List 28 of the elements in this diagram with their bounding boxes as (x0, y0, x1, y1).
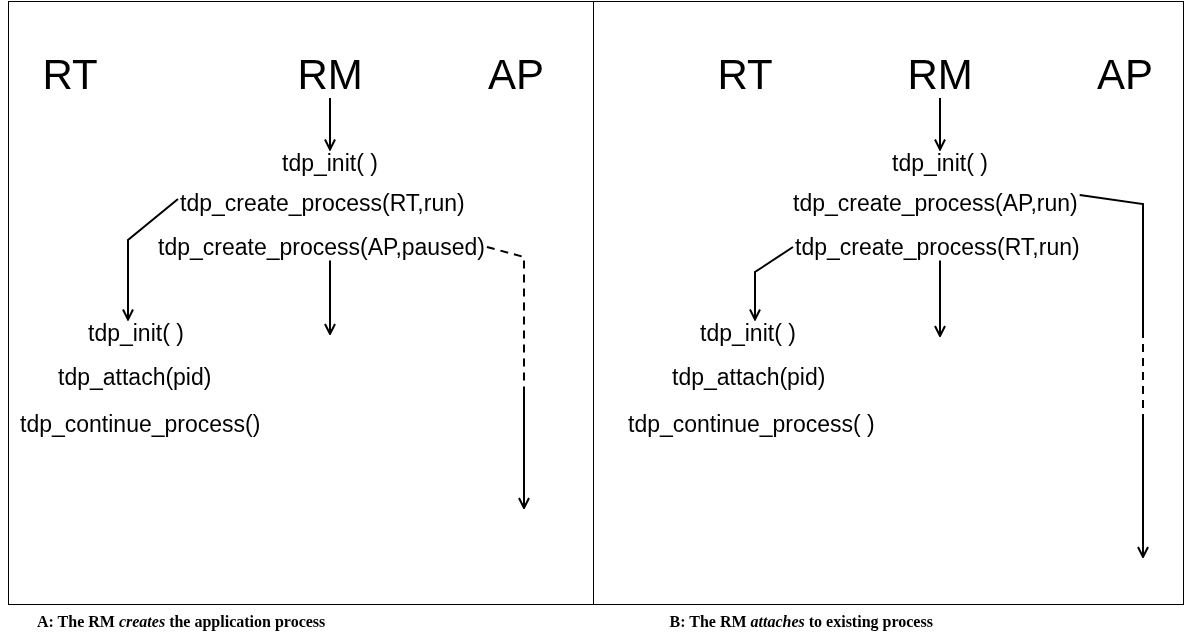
function-call-label: tdp_create_process(AP,run) (793, 191, 1078, 215)
function-call-label: tdp_continue_process() (20, 412, 261, 436)
panel-caption: B: The RM attaches to existing process (669, 614, 933, 630)
arrow (122, 198, 179, 321)
function-call-label: tdp_init( ) (700, 321, 796, 345)
function-call-label: tdp_create_process(RT,run) (795, 235, 1080, 259)
column-heading: RM (907, 54, 973, 96)
panel-caption: A: The RM creates the application process (37, 614, 326, 630)
function-call-label: tdp_attach(pid) (58, 365, 212, 389)
function-call-label: tdp_create_process(AP,paused) (158, 235, 485, 259)
column-heading: RT (717, 54, 773, 96)
arrow (324, 259, 336, 335)
column-heading: RM (297, 54, 363, 96)
function-call-label: tdp_init( ) (88, 321, 184, 345)
function-call-label: tdp_init( ) (282, 151, 378, 175)
arrow (934, 259, 946, 337)
function-call-label: tdp_attach(pid) (672, 365, 826, 389)
function-call-label: tdp_create_process(RT,run) (180, 191, 465, 215)
column-heading: AP (1097, 54, 1154, 96)
arrow (485, 246, 530, 509)
function-call-label: tdp_continue_process( ) (628, 412, 875, 436)
arrow (1078, 194, 1149, 558)
arrow (749, 246, 794, 321)
column-heading: AP (488, 54, 545, 96)
arrow (324, 97, 336, 151)
column-heading: RT (42, 54, 98, 96)
function-call-label: tdp_init( ) (892, 151, 988, 175)
arrow (934, 97, 946, 151)
